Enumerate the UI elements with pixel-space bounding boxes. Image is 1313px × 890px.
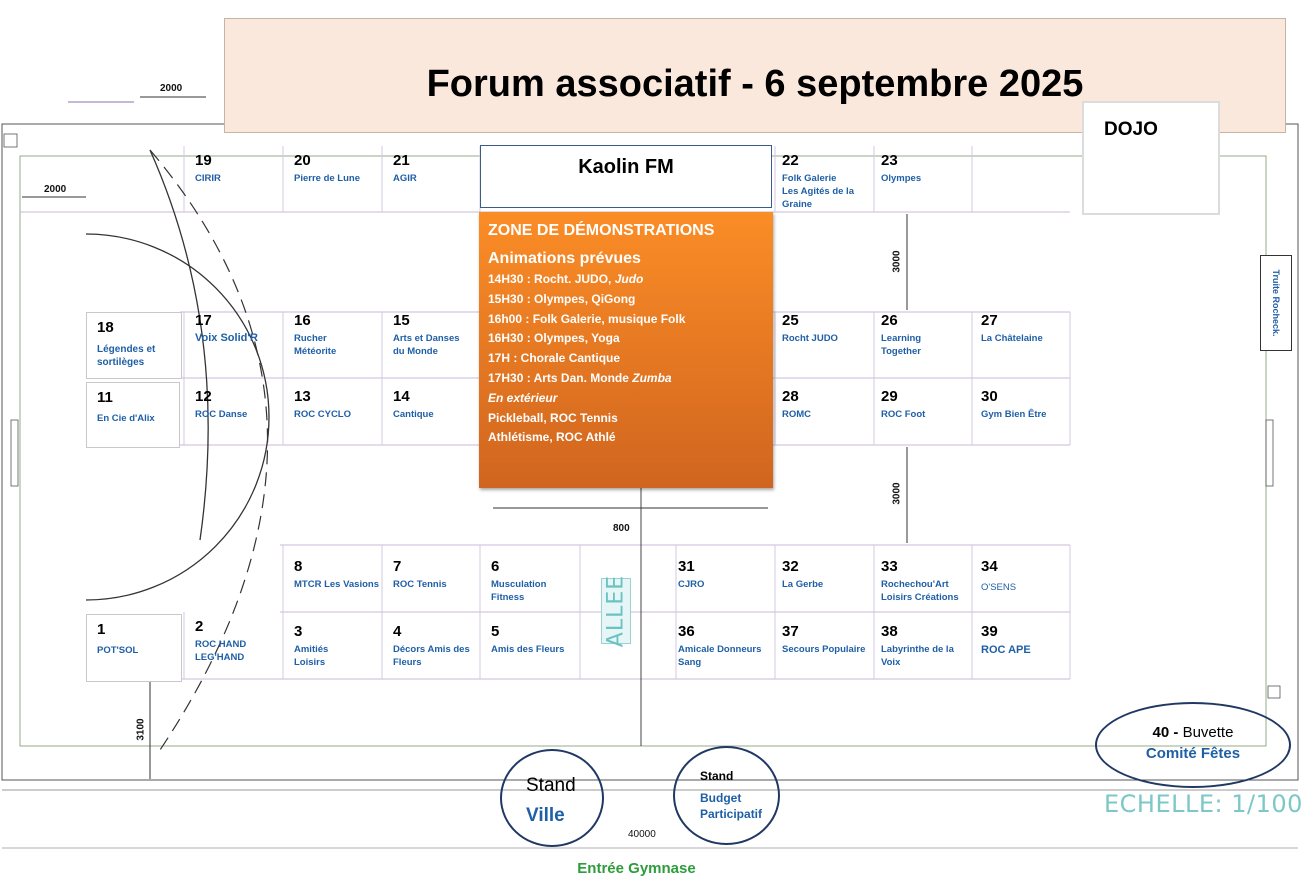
door-right [1265,419,1274,487]
demo-heading: ZONE DE DÉMONSTRATIONS [488,222,715,239]
demo-line: 14H30 : Rocht. JUDO, Judo [488,272,644,286]
dim-gap-lower: 3000 [891,482,903,505]
truite-label: Truite Rocheck. [1271,269,1281,337]
kaolin-fm-booth: Kaolin FM [480,145,772,208]
dimension-arrows [22,96,908,779]
dim-gap-upper: 3000 [891,250,903,273]
entrance-label: Entrée Gymnase [577,860,696,877]
demo-subheading: Animations prévues [488,250,641,267]
stand-budget-line2: Budget Participatif [700,791,763,821]
stand-ville: Stand Ville [500,749,604,847]
dojo-label: DOJO [1104,119,1158,140]
dojo-area: DOJO [1082,101,1220,215]
dim-total-width: 40000 [628,829,656,840]
demo-line: 15H30 : Olympes, QiGong [488,291,636,306]
buvette-stand: 40 - Buvette Comité Fêtes [1095,702,1291,788]
stand-budget: Stand Budget Participatif [673,746,780,845]
page-title: Forum associatif - 6 septembre 2025 [426,63,1084,105]
move-handle-icon [3,133,18,148]
allee-label: ALLEE [603,574,629,648]
truite-sign: Truite Rocheck. [1260,255,1292,351]
demo-outside-line: Pickleball, ROC Tennis [488,410,618,425]
buvette-label: 40 - Buvette [1152,724,1234,741]
demo-line: 16h00 : Folk Galerie, musique Folk [488,311,686,326]
buvette-sub: Comité Fêtes [1145,745,1241,762]
court-arc-solid [85,233,270,601]
stand-ville-line1: Stand [526,775,576,796]
demo-outside-label: En extérieur [488,390,558,405]
dim-left-wall: 2000 [44,184,67,195]
corner-square [1267,685,1281,699]
door-left [10,419,19,487]
demo-outside-line: Athlétisme, ROC Athlé [488,430,616,445]
demo-zone: ZONE DE DÉMONSTRATIONS Animations prévue… [479,212,773,488]
stand-budget-line1: Stand [700,769,734,783]
demo-line: 17H30 : Arts Dan. Monde Zumba [488,370,672,385]
court-arc-dashed [149,149,269,751]
dim-bottom-left: 3100 [135,718,147,741]
stand-ville-line2: Ville [526,805,565,826]
court-arc-solid-outer [149,149,209,541]
dim-top-left: 2000 [160,83,183,94]
scale-label: ECHELLE: 1/100 [1104,790,1303,818]
dim-aisle: 800 [613,523,630,534]
allee-marker: ALLEE [601,574,631,648]
demo-line: 16H30 : Olympes, Yoga [488,331,620,346]
demo-line: 17H : Chorale Cantique [488,351,621,366]
